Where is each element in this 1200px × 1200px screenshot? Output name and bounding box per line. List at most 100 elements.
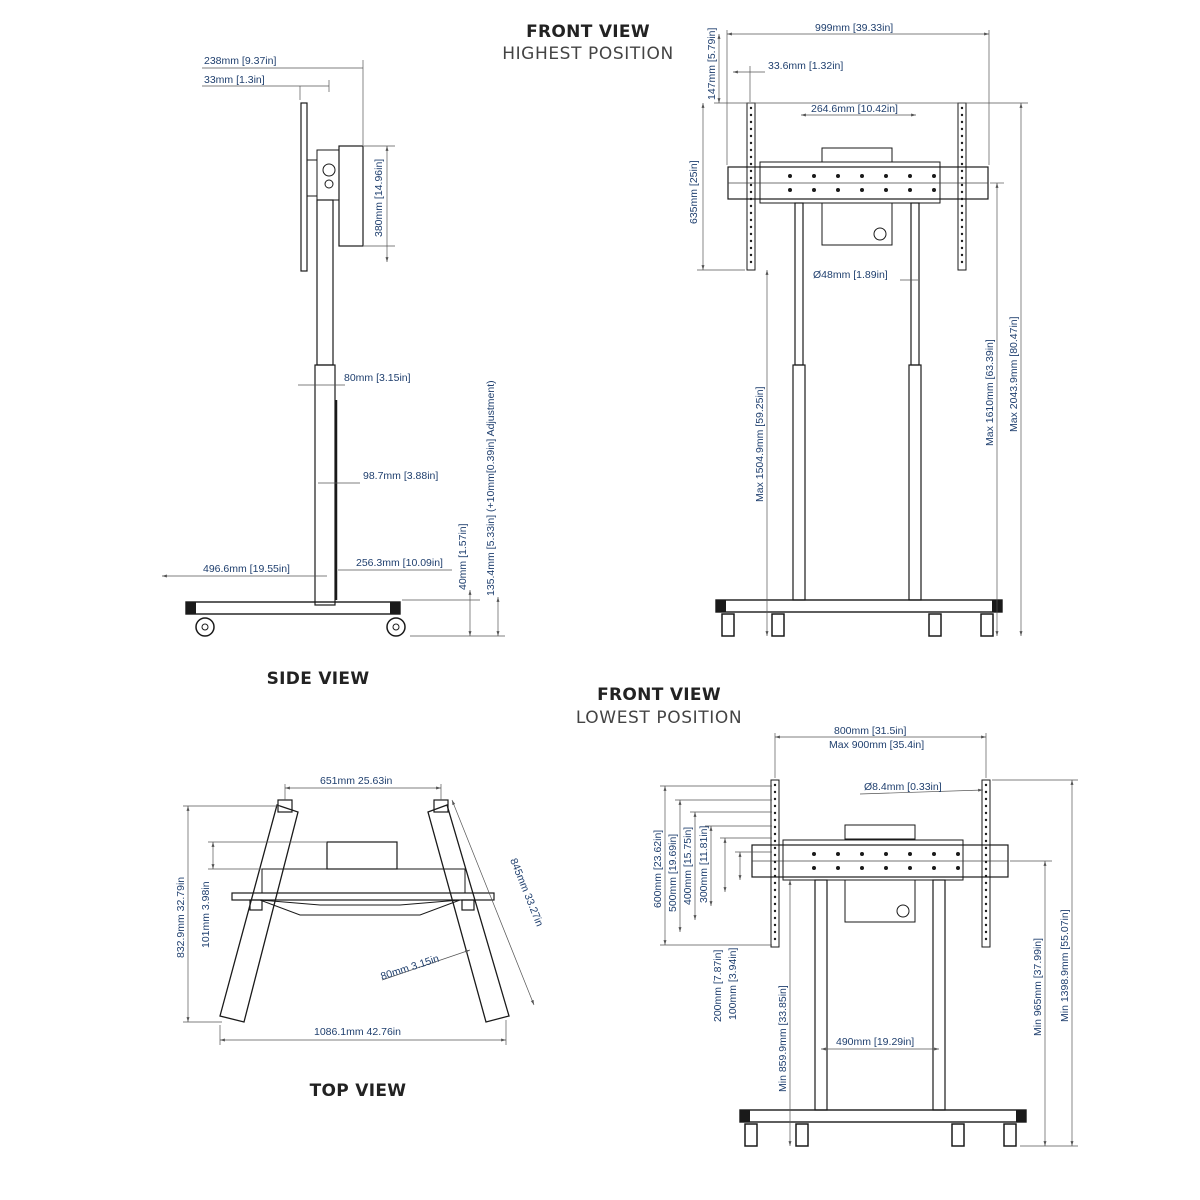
front-low-v100-label: 100mm [3.94in] xyxy=(727,948,739,1020)
vesa-hole xyxy=(960,113,964,117)
vesa-hole xyxy=(960,176,964,180)
vesa-hole xyxy=(773,902,777,906)
vesa-hole xyxy=(960,232,964,236)
vesa-hole xyxy=(773,853,777,857)
top-view-title: TOP VIEW xyxy=(310,1081,407,1101)
side-depth-label: 238mm [9.37in] xyxy=(204,55,276,67)
front-low-v300-label: 300mm [11.81in] xyxy=(698,825,710,903)
beam-hole xyxy=(884,866,888,870)
vesa-hole xyxy=(960,169,964,173)
front-low-drawing xyxy=(739,779,1027,1147)
vesa-hole xyxy=(984,825,988,829)
beam-hole xyxy=(908,852,912,856)
front-low-min-total-label: Min 1398.9mm [55.07in] xyxy=(1059,909,1071,1022)
vesa-hole xyxy=(773,783,777,787)
beam-hole xyxy=(884,852,888,856)
front-high-dimensions xyxy=(697,30,1028,636)
vesa-hole xyxy=(984,923,988,927)
beam-hole xyxy=(932,866,936,870)
front-high-offset-label: 33.6mm [1.32in] xyxy=(768,60,843,72)
vesa-hole xyxy=(773,839,777,843)
vesa-hole xyxy=(749,106,753,110)
front-low-width-900-label: Max 900mm [35.4in] xyxy=(829,739,924,751)
top-width-label: 1086.1mm 42.76in xyxy=(314,1026,401,1038)
vesa-hole xyxy=(960,141,964,145)
vesa-hole xyxy=(749,155,753,159)
beam-hole xyxy=(932,852,936,856)
vesa-hole xyxy=(960,225,964,229)
vesa-hole xyxy=(984,895,988,899)
beam-hole xyxy=(932,174,936,178)
side-view-drawing xyxy=(185,102,406,637)
front-high-title: FRONT VIEW xyxy=(526,22,650,42)
vesa-hole xyxy=(960,246,964,250)
front-low-v200-label: 200mm [7.87in] xyxy=(712,950,724,1022)
vesa-hole xyxy=(960,183,964,187)
side-column-label: 80mm [3.15in] xyxy=(344,372,411,384)
front-high-bracket-label: 264.6mm [10.42in] xyxy=(811,103,898,115)
front-high-pole-label: Ø48mm [1.89in] xyxy=(813,269,888,281)
vesa-hole xyxy=(749,141,753,145)
beam-hole xyxy=(932,188,936,192)
vesa-hole xyxy=(960,148,964,152)
front-low-pole-spacing-label: 490mm [19.29in] xyxy=(836,1036,914,1048)
vesa-hole xyxy=(984,818,988,822)
front-low-subtitle: LOWEST POSITION xyxy=(576,708,742,728)
front-low-v500-label: 500mm [19.69in] xyxy=(667,834,679,912)
vesa-hole xyxy=(773,930,777,934)
vesa-hole xyxy=(749,183,753,187)
beam-hole xyxy=(908,866,912,870)
beam-hole xyxy=(860,852,864,856)
vesa-hole xyxy=(773,860,777,864)
vesa-hole xyxy=(960,190,964,194)
front-low-title: FRONT VIEW xyxy=(597,685,721,705)
vesa-hole xyxy=(773,811,777,815)
vesa-hole xyxy=(773,832,777,836)
vesa-hole xyxy=(984,783,988,787)
front-high-subtitle: HIGHEST POSITION xyxy=(502,44,674,64)
vesa-hole xyxy=(773,790,777,794)
front-low-v600-label: 600mm [23.62in] xyxy=(652,830,664,908)
vesa-hole xyxy=(749,169,753,173)
vesa-hole xyxy=(773,888,777,892)
vesa-hole xyxy=(984,790,988,794)
vesa-hole xyxy=(749,134,753,138)
vesa-hole xyxy=(749,260,753,264)
vesa-hole xyxy=(749,232,753,236)
side-base-front-label: 496.6mm [19.55in] xyxy=(203,563,290,575)
front-low-v400-label: 400mm [15.75in] xyxy=(682,827,694,905)
vesa-hole xyxy=(984,804,988,808)
beam-hole xyxy=(812,188,816,192)
beam-hole xyxy=(788,174,792,178)
vesa-hole xyxy=(984,916,988,920)
beam-hole xyxy=(836,852,840,856)
vesa-hole xyxy=(984,909,988,913)
vesa-hole xyxy=(960,162,964,166)
vesa-hole xyxy=(749,176,753,180)
top-leg-label: 845mm 33.27in xyxy=(507,857,545,929)
vesa-hole xyxy=(773,825,777,829)
beam-hole xyxy=(860,866,864,870)
beam-hole xyxy=(836,174,840,178)
top-offset-label: 101mm 3.98in xyxy=(200,881,212,948)
beam-hole xyxy=(836,866,840,870)
vesa-hole xyxy=(960,204,964,208)
top-column-label: 80mm 3.15in xyxy=(379,953,441,983)
beam-hole xyxy=(860,174,864,178)
vesa-hole xyxy=(960,253,964,257)
vesa-hole xyxy=(984,930,988,934)
side-view-title: SIDE VIEW xyxy=(267,669,370,689)
vesa-hole xyxy=(984,853,988,857)
vesa-hole xyxy=(960,120,964,124)
vesa-hole xyxy=(749,246,753,250)
vesa-hole xyxy=(984,839,988,843)
vesa-hole xyxy=(984,832,988,836)
beam-hole xyxy=(812,174,816,178)
top-inner-label: 651mm 25.63in xyxy=(320,775,393,787)
vesa-hole xyxy=(960,106,964,110)
vesa-hole xyxy=(773,909,777,913)
side-adjustment-label: 135.4mm [5.33in] (+10mm[0.39in] Adjustme… xyxy=(485,380,497,596)
vesa-hole xyxy=(984,937,988,941)
vesa-hole xyxy=(984,867,988,871)
vesa-hole xyxy=(984,797,988,801)
